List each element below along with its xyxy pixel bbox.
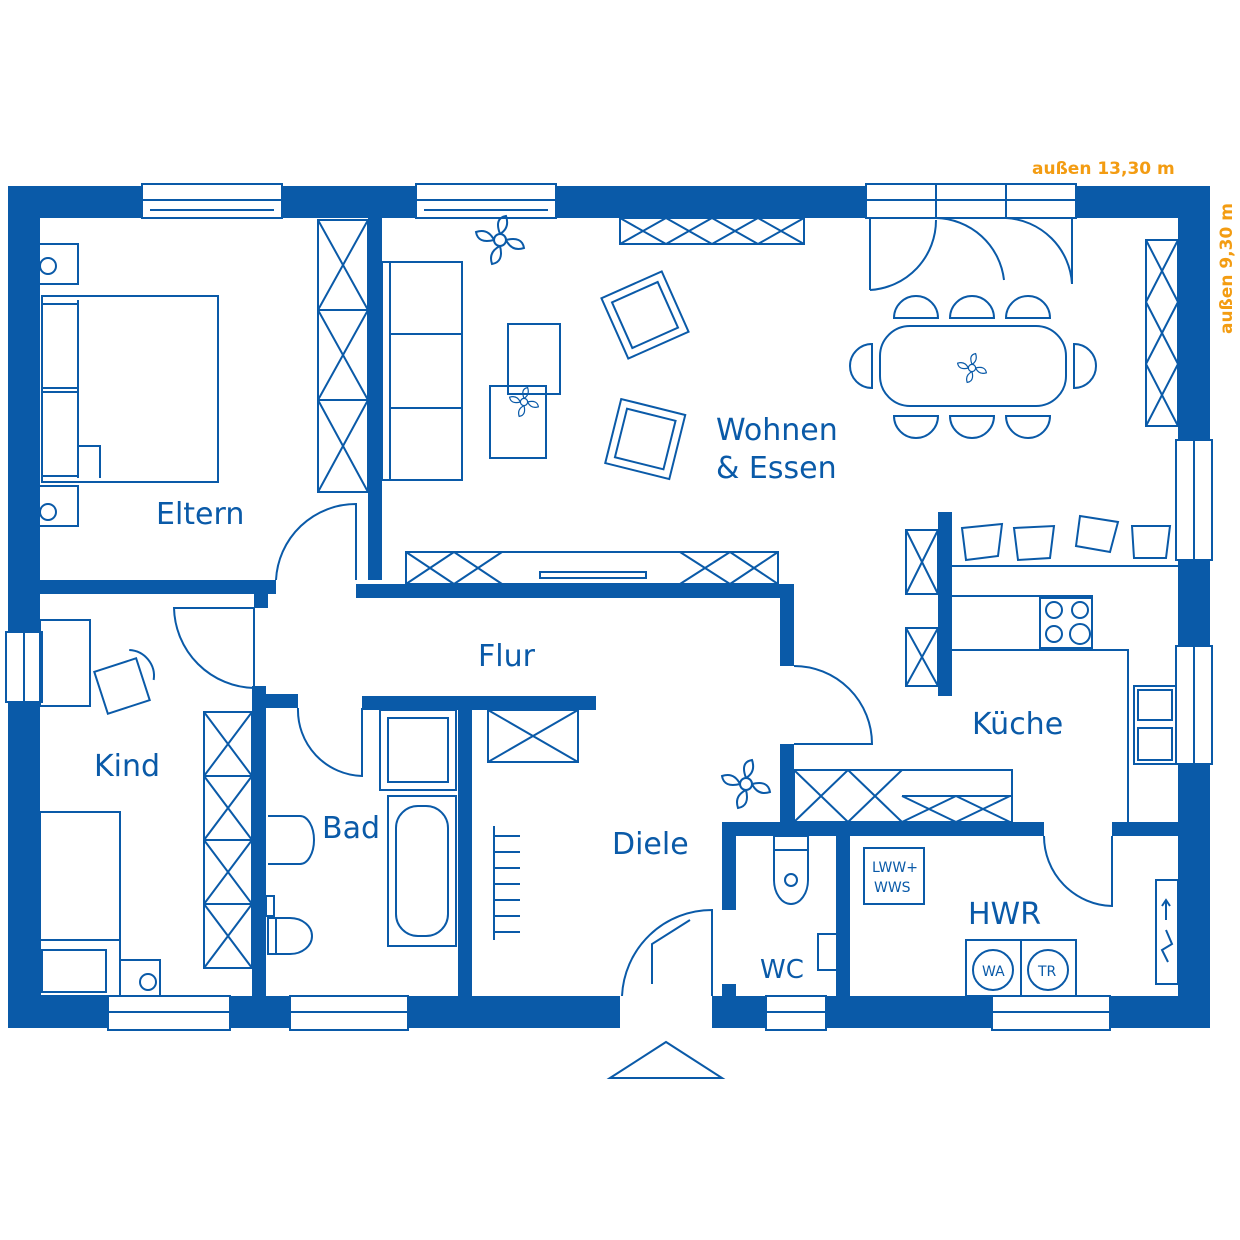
plant-icon bbox=[474, 214, 526, 266]
window-icon bbox=[289, 995, 409, 1031]
window-icon bbox=[1175, 439, 1213, 561]
door-swing-icon bbox=[275, 502, 357, 581]
windows bbox=[5, 183, 1213, 1031]
room-label-diele: Diele bbox=[612, 827, 689, 862]
dryer-label: TR bbox=[1037, 964, 1057, 980]
room-label-wohnen: Wohnen bbox=[716, 413, 838, 448]
window-icon bbox=[1175, 645, 1213, 765]
window-icon bbox=[5, 631, 43, 703]
diele-furniture bbox=[487, 709, 579, 763]
kitchen-furniture bbox=[793, 595, 1177, 823]
plant-icon bbox=[508, 386, 540, 418]
room-label-kueche: Küche bbox=[972, 707, 1063, 742]
window-icon bbox=[991, 995, 1111, 1031]
door-swing-icon bbox=[1043, 835, 1113, 908]
room-label-bad: Bad bbox=[322, 811, 380, 846]
hwr-fixtures bbox=[863, 847, 1179, 997]
window-icon bbox=[415, 183, 557, 219]
interior-walls bbox=[40, 218, 1178, 996]
towel-radiator bbox=[493, 826, 520, 940]
room-label-kind: Kind bbox=[94, 749, 160, 784]
dimension-depth: außen 9,30 m bbox=[1217, 203, 1237, 334]
plant-icon bbox=[956, 352, 988, 384]
door-swing-icon bbox=[621, 908, 713, 997]
room-label-eltern: Eltern bbox=[156, 497, 244, 532]
kind-furniture bbox=[39, 619, 253, 997]
window-icon bbox=[107, 995, 231, 1031]
window-icon bbox=[865, 183, 1077, 219]
door-swing-icon bbox=[793, 665, 874, 745]
dimension-width: außen 13,30 m bbox=[1032, 159, 1175, 179]
window-icon bbox=[765, 995, 827, 1031]
doors bbox=[172, 502, 1113, 997]
room-label-wc: WC bbox=[760, 955, 804, 985]
eltern-furniture bbox=[37, 219, 369, 527]
room-label-hwr: HWR bbox=[968, 897, 1041, 932]
entrance-arrow-icon bbox=[606, 1040, 726, 1079]
heatpump-label-2: WWS bbox=[874, 880, 911, 896]
washer-label: WA bbox=[982, 964, 1005, 980]
window-sash-arcs bbox=[869, 217, 1073, 291]
heatpump-label-1: LWW+ bbox=[872, 860, 918, 876]
room-label-essen: & Essen bbox=[716, 451, 837, 486]
room-label-flur: Flur bbox=[478, 639, 536, 674]
window-icon bbox=[141, 183, 283, 219]
wc-fixtures bbox=[773, 835, 836, 971]
bathroom-fixtures bbox=[265, 709, 520, 955]
plant-icon bbox=[720, 758, 772, 810]
door-swing-icon bbox=[296, 707, 363, 778]
door-swing-icon bbox=[172, 607, 255, 690]
living-furniture bbox=[381, 217, 1179, 687]
